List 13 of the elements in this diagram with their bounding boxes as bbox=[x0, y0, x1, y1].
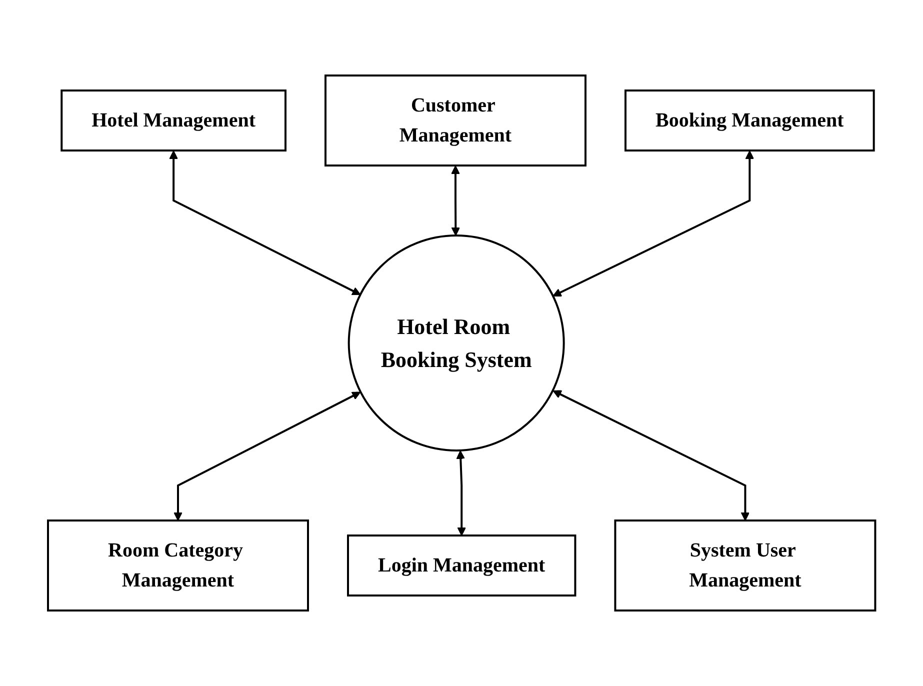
node-box: Hotel Management bbox=[60, 90, 286, 152]
arrow bbox=[450, 166, 460, 236]
arrow bbox=[169, 150, 361, 296]
node-box: Customer Management bbox=[324, 74, 586, 166]
arrow bbox=[456, 450, 466, 536]
arrow bbox=[174, 392, 361, 521]
node-circle: Hotel Room Booking System bbox=[348, 234, 565, 452]
node-box: Booking Management bbox=[624, 90, 875, 152]
node-box: System User Management bbox=[614, 520, 876, 612]
node-box: Login Management bbox=[346, 534, 576, 596]
arrow bbox=[552, 150, 754, 297]
node-box: Room Category Management bbox=[46, 520, 309, 612]
arrow bbox=[552, 390, 750, 521]
